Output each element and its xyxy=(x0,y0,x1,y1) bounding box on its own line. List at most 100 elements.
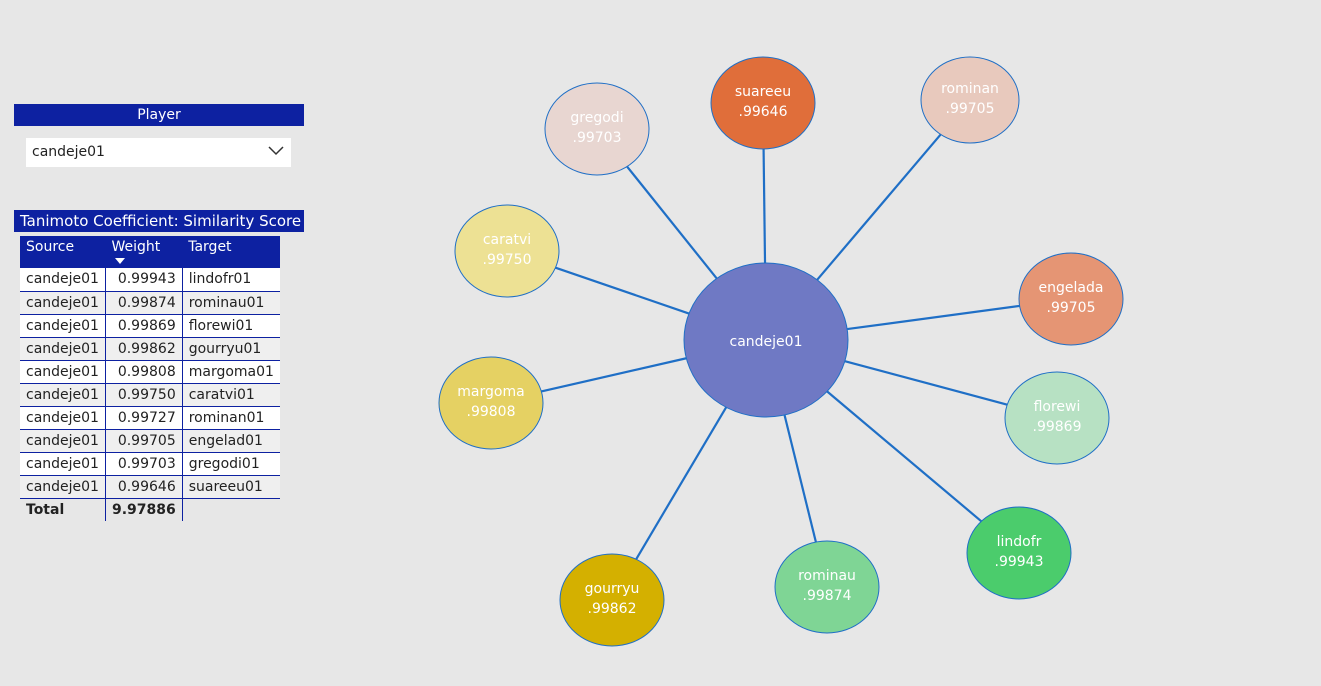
node-suareeu-score: .99646 xyxy=(739,104,788,120)
node-gregodi[interactable]: gregodi .99703 xyxy=(544,82,650,176)
node-caratvi[interactable]: caratvi .99750 xyxy=(454,204,560,298)
total-value: 9.97886 xyxy=(105,498,183,521)
target-cell: florewi01 xyxy=(182,314,280,338)
node-rominau[interactable]: rominau .99874 xyxy=(774,540,880,634)
weight-cell: 0.99705 xyxy=(105,429,183,453)
node-rominau-circle[interactable] xyxy=(774,540,880,634)
node-engelada[interactable]: engelada .99705 xyxy=(1018,252,1124,346)
source-cell: candeje01 xyxy=(20,268,106,292)
node-lindofr-circle[interactable] xyxy=(966,506,1072,600)
column-header-target[interactable]: Target xyxy=(182,236,280,268)
source-cell: candeje01 xyxy=(20,383,106,407)
node-engelada-circle[interactable] xyxy=(1018,252,1124,346)
node-rominan-label: rominan xyxy=(941,81,999,97)
target-cell: margoma01 xyxy=(182,360,280,384)
column-header-source[interactable]: Source xyxy=(20,236,106,268)
player-dropdown-value: candeje01 xyxy=(32,144,105,160)
node-suareeu-label: suareeu xyxy=(735,84,791,100)
sort-descending-icon[interactable] xyxy=(115,258,126,264)
edge-gregodi xyxy=(626,165,718,280)
source-cell: candeje01 xyxy=(20,314,106,338)
node-florewi[interactable]: florewi.99869 xyxy=(1004,371,1110,465)
column-header-weight-label: Weight xyxy=(111,239,161,255)
weight-cell: 0.99646 xyxy=(105,475,183,499)
weight-cell: 0.99869 xyxy=(105,314,183,338)
weight-cell: 0.99703 xyxy=(105,452,183,476)
node-rominan[interactable]: rominan .99705 xyxy=(920,56,1020,144)
node-suareeu[interactable]: suareeu .99646 xyxy=(710,56,816,150)
target-cell: suareeu01 xyxy=(182,475,280,499)
node-caratvi-circle[interactable] xyxy=(454,204,560,298)
total-label: Total xyxy=(20,498,106,521)
chevron-down-icon[interactable] xyxy=(267,141,285,159)
weight-cell: 0.99862 xyxy=(105,337,183,361)
node-center-circle[interactable] xyxy=(683,262,849,418)
node-center[interactable]: candeje01 xyxy=(683,262,849,418)
node-margoma-circle[interactable] xyxy=(438,356,544,450)
node-caratvi-score: .99750 xyxy=(483,252,532,268)
node-rominan-score: .99705 xyxy=(946,101,995,117)
edge-engelada xyxy=(847,304,1020,331)
total-empty xyxy=(182,498,280,521)
node-margoma-label: margoma xyxy=(457,384,524,400)
node-lindofr-score: .99943 xyxy=(995,554,1044,570)
edge-margoma xyxy=(541,357,687,393)
edge-lindofr xyxy=(826,390,983,523)
node-gourryu[interactable]: gourryu .99862 xyxy=(559,553,665,647)
edge-rominan xyxy=(816,133,942,281)
source-cell: candeje01 xyxy=(20,475,106,499)
node-engelada-score: .99705 xyxy=(1047,300,1096,316)
node-gregodi-score: .99703 xyxy=(573,130,622,146)
node-rominan-circle[interactable] xyxy=(920,56,1020,144)
node-margoma-score: .99808 xyxy=(467,404,516,420)
node-lindofr-label: lindofr xyxy=(997,534,1042,550)
node-rominau-score: .99874 xyxy=(803,588,852,604)
target-cell: gourryu01 xyxy=(182,337,280,361)
node-center-label: candeje01 xyxy=(730,334,803,350)
node-florewi-label: florewi xyxy=(1034,399,1081,415)
weight-cell: 0.99808 xyxy=(105,360,183,384)
node-gregodi-label: gregodi xyxy=(570,110,623,126)
node-lindofr[interactable]: lindofr .99943 xyxy=(966,506,1072,600)
node-engelada-label: engelada xyxy=(1039,280,1104,296)
source-cell: candeje01 xyxy=(20,291,106,315)
node-margoma[interactable]: margoma .99808 xyxy=(438,356,544,450)
node-suareeu-circle[interactable] xyxy=(710,56,816,150)
target-cell: engelad01 xyxy=(182,429,280,453)
source-cell: candeje01 xyxy=(20,406,106,430)
node-caratvi-label: caratvi xyxy=(483,232,531,248)
target-cell: rominan01 xyxy=(182,406,280,430)
edge-gourryu xyxy=(635,406,728,560)
table-title: Tanimoto Coefficient: Similarity Score xyxy=(14,210,304,232)
node-rominau-label: rominau xyxy=(798,568,856,584)
source-cell: candeje01 xyxy=(20,337,106,361)
edge-caratvi xyxy=(555,266,690,315)
player-dropdown[interactable]: candeje01 xyxy=(26,138,291,167)
target-cell: rominau01 xyxy=(182,291,280,315)
target-cell: gregodi01 xyxy=(182,452,280,476)
column-header-weight[interactable]: Weight xyxy=(105,236,183,268)
node-gourryu-label: gourryu xyxy=(585,581,640,597)
node-gourryu-circle[interactable] xyxy=(559,553,665,647)
node-gregodi-circle[interactable] xyxy=(544,82,650,176)
source-cell: candeje01 xyxy=(20,360,106,384)
edge-florewi xyxy=(844,360,1008,406)
weight-cell: 0.99943 xyxy=(105,268,183,292)
weight-cell: 0.99727 xyxy=(105,406,183,430)
node-florewi-circle[interactable] xyxy=(1004,371,1110,465)
weight-cell: 0.99874 xyxy=(105,291,183,315)
weight-cell: 0.99750 xyxy=(105,383,183,407)
node-gourryu-score: .99862 xyxy=(588,601,637,617)
